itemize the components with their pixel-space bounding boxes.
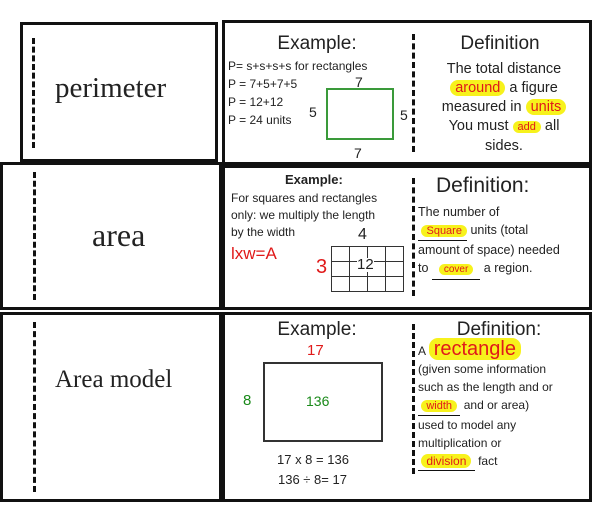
area-model-equation-2: 136 ÷ 8= 17 <box>278 472 347 487</box>
area-description-2: only: we multiply the length <box>231 208 376 222</box>
example-heading: Example: <box>285 172 343 187</box>
term-box-area <box>0 162 222 310</box>
perimeter-formula-4: P = 24 units <box>228 113 292 127</box>
perimeter-formula-2: P = 7+5+7+5 <box>228 77 298 91</box>
example-heading: Example: <box>277 319 357 340</box>
area-description-1: For squares and rectangles <box>231 191 378 205</box>
area-description-3: by the width <box>231 225 296 239</box>
area-model-rectangle <box>263 362 383 442</box>
term-area-model: Area model <box>55 366 173 393</box>
area-formula: lxw=A <box>231 244 277 263</box>
definition-heading: Definition: <box>456 319 542 340</box>
perimeter-rectangle <box>326 88 394 140</box>
definition-heading: Definition: <box>436 174 530 197</box>
perimeter-formula-1: P= s+s+s+s for rectangles <box>228 59 368 73</box>
dashed-divider <box>412 34 415 152</box>
perimeter-label-top: 7 <box>355 74 363 90</box>
perimeter-definition: The total distance around a figure measu… <box>420 60 588 156</box>
area-definition: The number of Square units (total amount… <box>418 203 590 280</box>
term-box-perimeter <box>20 22 218 162</box>
example-box-perimeter <box>222 20 592 165</box>
dashed-divider <box>33 172 36 300</box>
example-heading: Example: <box>277 33 357 54</box>
example-box-area-model <box>222 312 592 502</box>
dashed-divider <box>33 322 36 492</box>
perimeter-label-bottom: 7 <box>354 145 362 161</box>
term-box-area-model <box>0 312 222 502</box>
dashed-divider <box>412 324 415 474</box>
term-area: area <box>92 217 146 253</box>
area-model-left-label: 8 <box>243 392 252 409</box>
perimeter-formula-3: P = 12+12 <box>228 95 284 109</box>
term-perimeter: perimeter <box>55 72 167 104</box>
blank-cover: cover <box>431 259 481 280</box>
grid-top-label: 4 <box>358 226 367 243</box>
area-model-top-label: 17 <box>307 342 324 359</box>
blank-square: Square <box>418 221 467 241</box>
blank-width: width <box>418 396 461 416</box>
dashed-divider <box>32 38 35 148</box>
definition-heading: Definition <box>460 33 540 54</box>
area-model-product: 136 <box>306 393 330 409</box>
example-box-area <box>222 165 592 310</box>
blank-division: division <box>418 452 475 471</box>
perimeter-label-right: 5 <box>400 107 408 123</box>
grid-left-label: 3 <box>316 256 328 278</box>
grid-center-label: 12 <box>357 256 374 273</box>
dashed-divider <box>412 178 415 296</box>
perimeter-label-left: 5 <box>309 104 317 120</box>
area-model-equation-1: 17 x 8 = 136 <box>277 452 349 467</box>
area-model-definition: A rectangle (given some information such… <box>418 338 590 471</box>
